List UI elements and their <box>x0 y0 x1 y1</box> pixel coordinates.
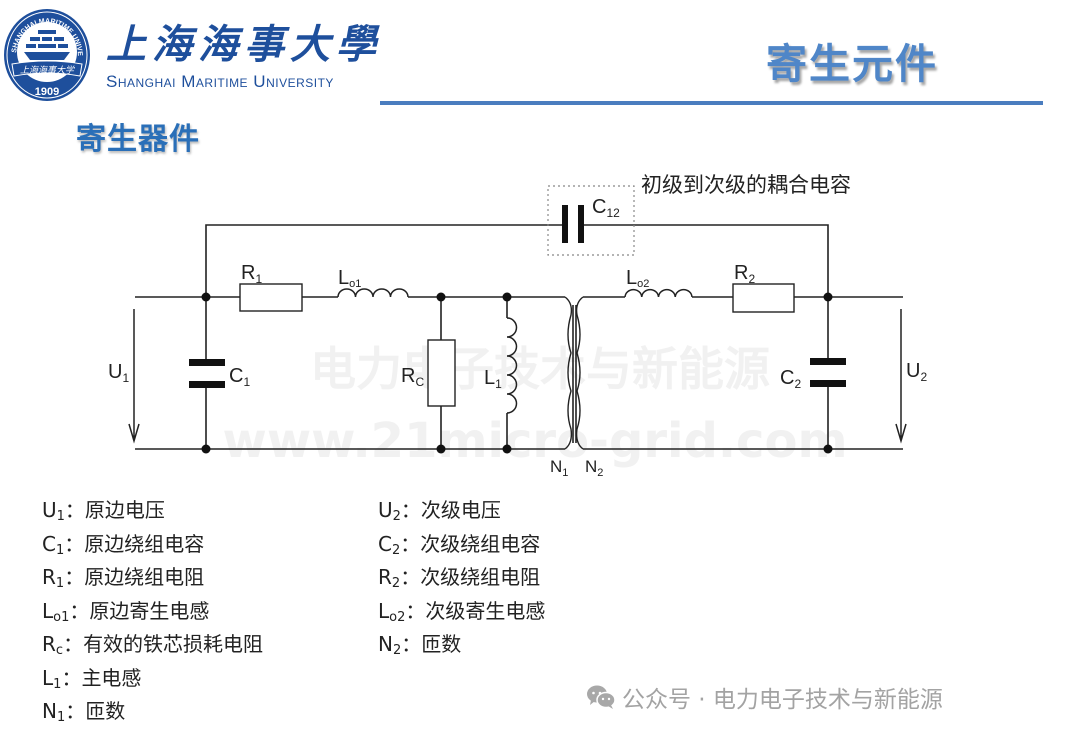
coupling-cap-annotation: 初级到次级的耦合电容 <box>641 174 851 197</box>
coupling-cap-highlight-box <box>547 185 635 256</box>
university-name-en: Shanghai Maritime University <box>106 72 334 91</box>
label-r1: R1 <box>241 262 262 286</box>
capacitor-c1 <box>189 359 225 388</box>
label-u2: U2 <box>906 360 927 384</box>
voltage-arrow-u2 <box>895 309 907 444</box>
footer-text: 公众号 · 电力电子技术与新能源 <box>622 687 943 713</box>
watermark-url: www.21micro-grid.com <box>222 413 847 469</box>
label-lo2: Lo2 <box>626 267 649 290</box>
label-c12: C12 <box>592 196 620 220</box>
transformer-n1-n2 <box>564 296 584 450</box>
ship-icon <box>24 30 70 60</box>
resistor-r1 <box>239 283 303 312</box>
label-n2: N2 <box>585 457 603 479</box>
title-divider <box>380 101 1043 105</box>
slide-title: 寄生元件 <box>766 40 938 88</box>
university-name-cn: 上海海事大學 <box>106 21 382 68</box>
legend-item: N2：匝数 <box>378 632 462 658</box>
section-heading: 寄生器件 <box>76 122 200 157</box>
label-r2: R2 <box>734 262 755 286</box>
legend-item: N1：匝数 <box>42 699 126 725</box>
voltage-arrow-u1 <box>128 309 140 444</box>
label-l1: L1 <box>484 367 502 391</box>
label-lo1: Lo1 <box>338 267 361 290</box>
legend-primary: U1：原边电压 C1：原边绕组电容 R1：原边绕组电阻 Lo1：原边寄生电感 R… <box>42 494 263 729</box>
watermark-text: 电力电子技术与新能源 <box>310 342 770 396</box>
legend-item: C1：原边绕组电容 <box>42 531 205 558</box>
resistor-r2 <box>732 283 795 313</box>
junction-dot <box>201 444 211 454</box>
inductor-lo2 <box>624 288 693 298</box>
resistor-rc <box>427 339 456 407</box>
junction-dot <box>502 444 512 454</box>
legend-item: Rc：有效的铁芯损耗电阻 <box>42 632 264 658</box>
label-c2: C2 <box>780 367 801 391</box>
legend-item: U2：次级电压 <box>378 498 501 524</box>
wechat-icon <box>587 685 616 709</box>
legend-item: Lo2：次级寄生电感 <box>378 598 546 625</box>
junction-dots <box>201 292 833 454</box>
seal-banner: 上海海事大学 <box>20 65 75 76</box>
capacitor-c2 <box>810 358 846 387</box>
legend-item: C2：次级绕组电容 <box>378 531 541 558</box>
junction-dot <box>201 292 211 302</box>
junction-dot <box>823 444 833 454</box>
seal-year: 1909 <box>35 86 59 98</box>
label-rc: RC <box>401 365 424 389</box>
legend-item: Lo1：原边寄生电感 <box>42 598 210 625</box>
junction-dot <box>823 292 833 302</box>
legend-secondary: U2：次级电压 C2：次级绕组电容 R2：次级绕组电阻 Lo2：次级寄生电感 N… <box>378 494 545 662</box>
legend-item: R2：次级绕组电阻 <box>378 565 541 591</box>
label-u1: U1 <box>108 361 129 385</box>
label-n1: N1 <box>550 457 568 479</box>
junction-dot <box>436 292 446 302</box>
junction-dot <box>436 444 446 454</box>
inductor-l1 <box>506 317 518 414</box>
legend-item: U1：原边电压 <box>42 498 165 524</box>
legend-item: R1：原边绕组电阻 <box>42 565 205 591</box>
junction-dot <box>502 292 512 302</box>
capacitor-c12 <box>562 205 584 243</box>
legend-item: L1：主电感 <box>42 665 142 692</box>
wire-coupling-right <box>584 224 829 297</box>
wechat-account-watermark: 公众号 · 电力电子技术与新能源 <box>586 680 943 714</box>
university-seal-logo: SHANGHAI MARITIME UNIVERSITY 上海海事大学 1909 <box>2 6 90 101</box>
inductor-lo1 <box>337 288 409 298</box>
label-c1: C1 <box>229 365 250 389</box>
wire-coupling-top <box>205 224 564 297</box>
